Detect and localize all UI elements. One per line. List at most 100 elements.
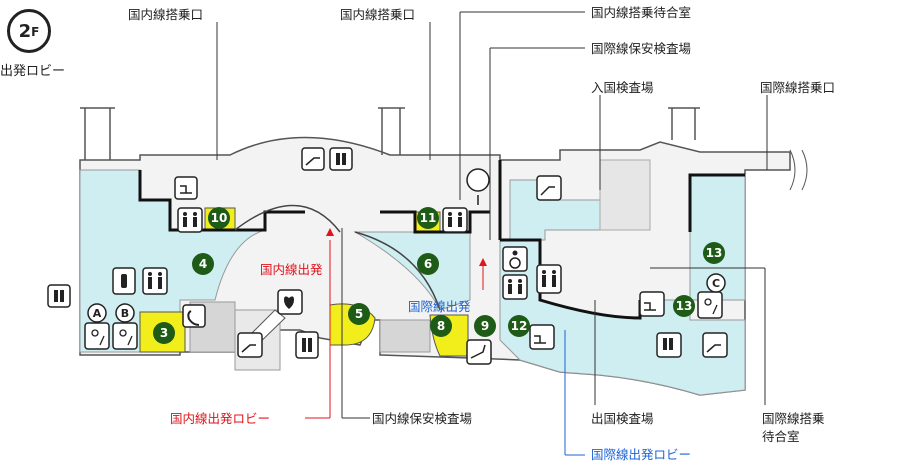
domestic-waiting-area: [353, 231, 471, 311]
label-immigration-in: 入国検査場: [591, 80, 654, 95]
label-domestic-waiting: 国内線搭乗待合室: [591, 5, 692, 20]
wall-intl: [500, 238, 642, 320]
toilet-glyph: [542, 275, 546, 287]
counter-glyph: [180, 185, 192, 194]
marker-b-label: B: [121, 307, 129, 320]
aed-glyph: [284, 296, 294, 309]
service-block-b: [379, 319, 431, 353]
marker-b: [115, 303, 135, 323]
toilet-icon: [177, 207, 203, 233]
elevator-glyph: [336, 153, 340, 165]
label-domestic-boarding: 国内線搭乗口: [128, 7, 204, 22]
wheelchair-pin-icon: [466, 168, 490, 205]
elevator-icon: [47, 284, 71, 308]
toilet-glyph: [508, 279, 512, 283]
nursing-glyph: [99, 335, 105, 346]
toilet-glyph: [183, 212, 187, 216]
label-domestic-departure: 国内線出発: [260, 262, 323, 277]
marker-4: [192, 253, 214, 275]
marker-13b: [673, 295, 695, 317]
marker-5: [348, 303, 370, 325]
toilet-glyph: [448, 217, 452, 227]
toilet-glyph: [518, 279, 522, 283]
label-domestic-boarding-2: 国内線搭乗口: [340, 7, 416, 22]
floor-name: 出発ロビー: [0, 64, 66, 79]
label-intl-boarding: 国際線搭乗口: [760, 80, 836, 95]
label-intl-waiting-2: 待合室: [762, 429, 800, 444]
escalator-glyph: [540, 186, 555, 196]
marker-13a-label: 13: [706, 246, 723, 260]
label-domestic-security: 国内線保安検査場: [372, 411, 473, 426]
wheelchair-icon: [502, 246, 528, 272]
label-intl-waiting-1: 国際線搭乗: [762, 411, 825, 426]
red-arrowhead-intl: [479, 258, 487, 266]
toilet-glyph: [518, 284, 522, 294]
nursing-glyph: [704, 298, 712, 306]
nursing-glyph: [712, 304, 718, 315]
leader-lines: [216, 11, 768, 419]
phone-icon: [182, 304, 206, 328]
marker-4-label: 4: [199, 257, 207, 271]
curved-walls: [234, 204, 441, 311]
elevator-glyph: [60, 290, 64, 302]
floor-unit: F: [31, 25, 40, 39]
marker-6: [417, 253, 439, 275]
toilet-glyph: [148, 277, 152, 289]
marker-10: [208, 207, 230, 229]
toilet-icon: [142, 267, 168, 295]
marker-3: [153, 322, 175, 344]
label-intl-lobby: 国際線出発ロビー: [591, 447, 692, 462]
toilet-glyph: [552, 275, 556, 287]
nursing-glyph: [119, 329, 127, 337]
jet-bridges: [84, 108, 696, 160]
marker-13b-label: 13: [676, 299, 693, 313]
escalator-glyph: [706, 344, 721, 353]
toilet-glyph: [183, 217, 187, 227]
marker-11: [417, 207, 439, 229]
counter-icon: [529, 324, 555, 350]
marker-10-label: 10: [211, 211, 228, 225]
escalator-glyph: [305, 157, 320, 166]
toilet-glyph: [508, 284, 512, 294]
elevator-icon: [295, 331, 319, 359]
elevator-glyph: [302, 338, 306, 352]
toilet-glyph: [448, 212, 452, 216]
elevator-glyph: [342, 153, 346, 165]
marker-12: [508, 315, 530, 337]
elevator-icon: [329, 147, 353, 171]
escalator-glyph: [241, 344, 256, 353]
elevator-glyph: [308, 338, 312, 352]
toilet-icon: [536, 264, 562, 294]
toilet-glyph: [158, 272, 162, 276]
toilet-glyph: [193, 217, 197, 227]
wall-intl-waiting: [688, 173, 745, 232]
toilet-glyph: [458, 217, 462, 227]
counter-icon: [639, 291, 665, 317]
break-lines: [789, 149, 808, 191]
marker-c: [706, 273, 726, 293]
toilet-glyph: [458, 212, 462, 216]
locker-glyph: [121, 274, 127, 288]
toilet-icon: [442, 207, 468, 233]
marker-9-label: 9: [481, 319, 489, 333]
marker-6-label: 6: [424, 257, 432, 271]
toilet-glyph: [158, 277, 162, 289]
elevator-glyph: [54, 290, 58, 302]
elevator-glyph: [669, 338, 673, 350]
marker-8: [430, 315, 452, 337]
label-immigration-out: 出国検査場: [591, 411, 654, 426]
nursing-glyph: [127, 335, 133, 346]
marker-12-label: 12: [511, 319, 528, 333]
marker-13a: [703, 242, 725, 264]
toilet-icon: [502, 274, 528, 300]
nursing-glyph: [91, 329, 99, 337]
marker-11-label: 11: [420, 211, 437, 225]
wall-domestic-gate: [380, 210, 490, 234]
red-arrow: [326, 228, 334, 236]
toilet-glyph: [193, 212, 197, 216]
counter-glyph: [470, 344, 486, 359]
counter-icon: [466, 339, 492, 365]
toilet-glyph: [148, 272, 152, 276]
